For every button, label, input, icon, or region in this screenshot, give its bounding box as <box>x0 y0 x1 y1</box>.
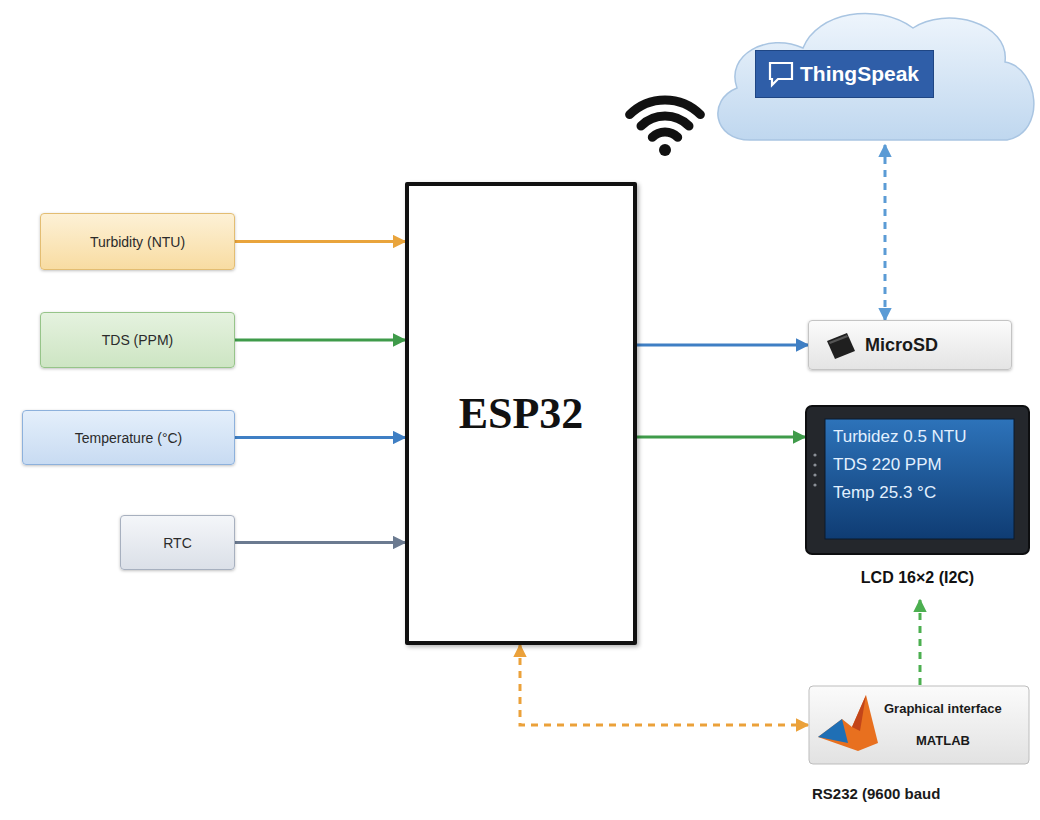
lcd-line: Turbidez 0.5 NTU <box>833 427 967 447</box>
signal-arrow <box>637 344 808 347</box>
signal-arrow <box>235 541 405 544</box>
sensor-box: Turbidity (NTU) <box>40 213 235 270</box>
rtc-box: RTC <box>120 515 235 570</box>
sensor-box: Temperature (°C) <box>22 410 235 465</box>
lcd-caption: LCD 16×2 (I2C) <box>805 569 1030 587</box>
lcd-display: Turbidez 0.5 NTU TDS 220 PPM Temp 25.3 °C L… <box>805 405 1030 600</box>
software-name: MATLAB <box>916 733 970 748</box>
microcontroller-box: ESP32 <box>405 182 637 645</box>
signal-arrow <box>235 339 405 342</box>
matlab-panel <box>808 685 1030 767</box>
wifi-arc <box>652 132 677 137</box>
sensor-box: TDS (PPM) <box>40 312 235 368</box>
matlab-interface: Graphical interfaceMATLAB RS232 (9600 bau… <box>808 685 1030 815</box>
signal-arrow <box>235 436 405 439</box>
wifi-arc <box>641 116 689 126</box>
sensor-label: TDS (PPM) <box>102 332 174 348</box>
storage-box: MicroSD <box>808 320 1012 370</box>
storage-label: MicroSD <box>865 335 938 356</box>
lcd-line: Temp 25.3 °C <box>833 483 936 503</box>
chip-name: ESP32 <box>459 388 584 439</box>
dashed-link <box>520 645 808 725</box>
cloud-service: ThingSpeak <box>705 0 1040 145</box>
wifi-icon <box>630 100 701 156</box>
dashed-link <box>884 145 887 320</box>
interface-title: Graphical interface <box>884 701 1002 716</box>
chat-icon <box>766 59 796 89</box>
sensor-label: Turbidity (NTU) <box>90 234 185 250</box>
service-name: ThingSpeak <box>800 62 919 86</box>
wifi-dot <box>659 144 671 156</box>
serial-link-label: RS232 (9600 baud <box>812 785 940 802</box>
signal-arrow <box>235 240 405 243</box>
lcd-line: TDS 220 PPM <box>833 455 942 475</box>
sensor-label: Temperature (°C) <box>75 430 183 446</box>
sd-card-icon <box>821 327 861 367</box>
sensor-label: RTC <box>163 535 192 551</box>
signal-arrow <box>637 436 805 439</box>
dashed-link <box>919 600 922 685</box>
service-badge: ThingSpeak <box>755 50 934 98</box>
